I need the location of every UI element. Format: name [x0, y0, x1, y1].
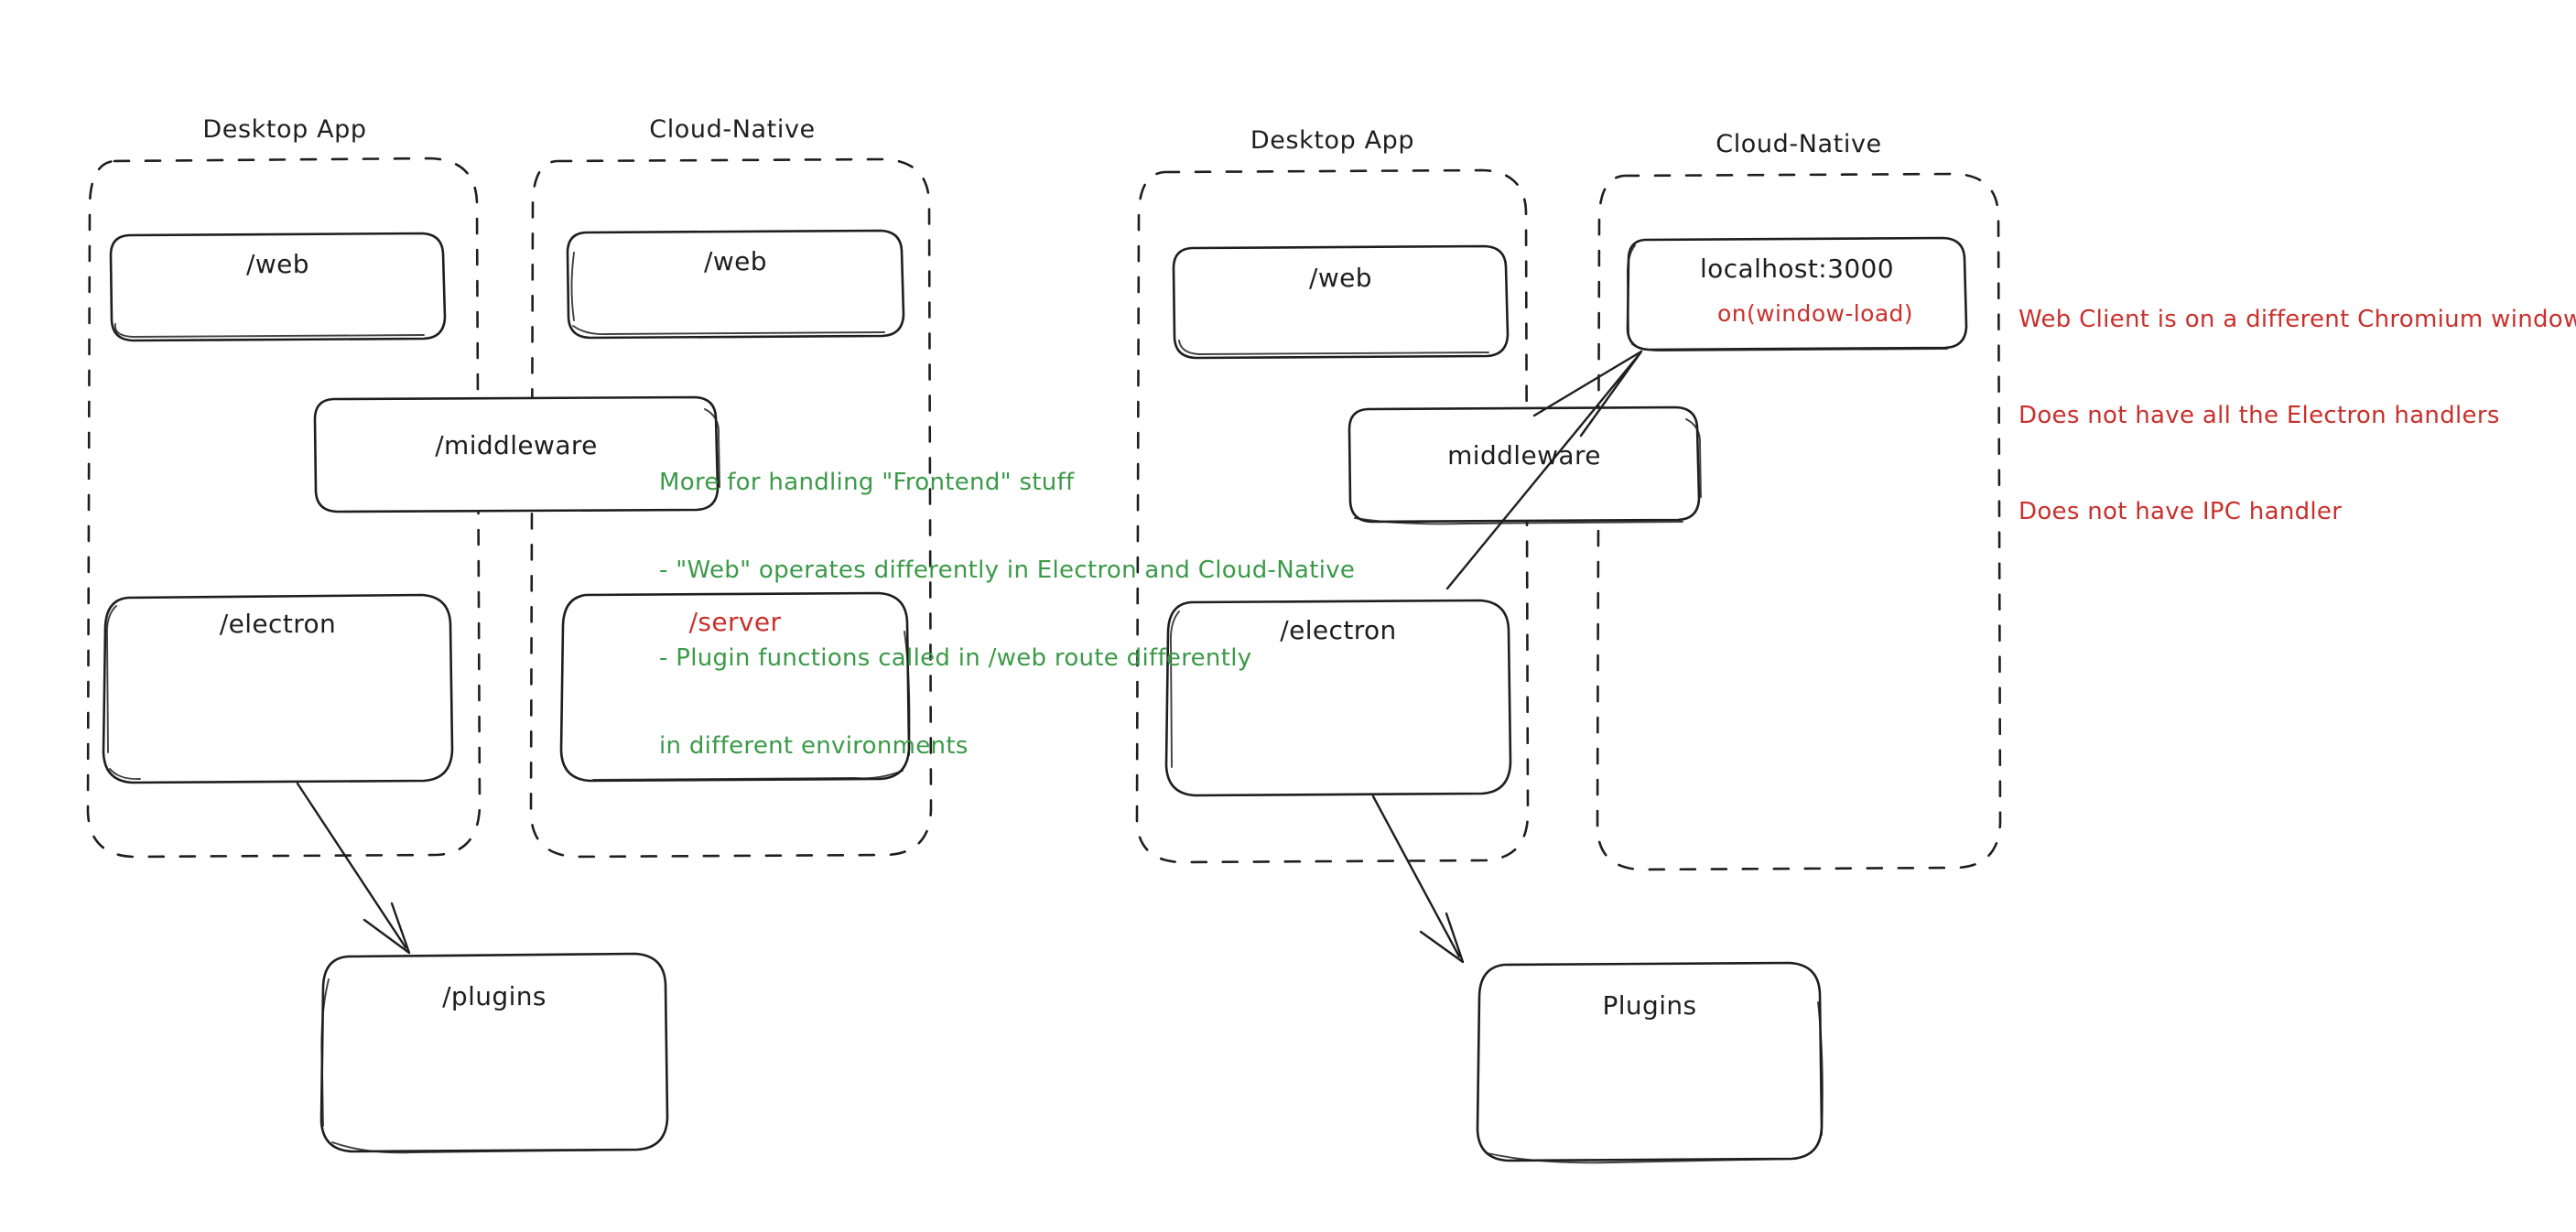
node-box-web-left-desktop	[109, 232, 447, 342]
node-box-middleware-right	[1348, 405, 1702, 525]
group-desktop-app-left	[86, 157, 482, 859]
arrow-electron-to-plugins-left	[296, 782, 411, 955]
group-desktop-app-right	[1135, 168, 1530, 864]
arrow-electron-to-plugins-right	[1371, 794, 1465, 964]
node-box-server-left	[559, 591, 911, 783]
node-box-plugins-right	[1476, 961, 1824, 1164]
node-box-electron-left	[102, 593, 454, 784]
node-box-localhost-right-cloud	[1626, 236, 1968, 352]
node-box-plugins-left	[319, 952, 669, 1154]
arrow-electron-to-localhost-right	[1445, 350, 1643, 590]
node-box-middleware-left	[313, 395, 720, 513]
node-box-web-right-desktop	[1172, 244, 1510, 360]
node-box-electron-right	[1164, 599, 1512, 797]
group-cloud-native-right	[1596, 172, 2002, 871]
node-box-web-left-cloud	[566, 229, 905, 340]
